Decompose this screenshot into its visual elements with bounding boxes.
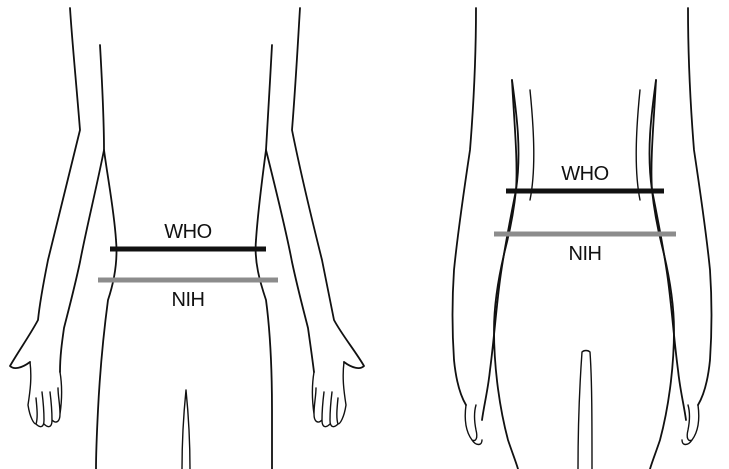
right-figure-left-hip-inner — [530, 90, 534, 200]
right-figure-who-label: WHO — [561, 163, 608, 185]
left-figure-left-hand — [28, 362, 62, 427]
left-figure-torso-right — [256, 150, 272, 469]
right-figure-left-arm-inner — [482, 80, 519, 420]
left-figure-right-hand — [313, 362, 347, 427]
right-figure-inner-leg — [578, 351, 592, 469]
left-figure-nih-label: NIH — [172, 289, 205, 311]
right-figure-torso-right — [650, 80, 674, 469]
left-figure-left-arm-inner — [60, 45, 104, 372]
right-figure-right-arm-inner — [649, 80, 686, 420]
right-figure-left-arm-outer — [453, 8, 477, 405]
left-figure-right-arm-outer — [292, 8, 364, 368]
left-figure-who-label: WHO — [164, 221, 211, 243]
right-figure-right-arm-outer — [688, 8, 712, 405]
left-figure-left-arm-outer — [10, 8, 80, 368]
right-figure-nih-label: NIH — [569, 243, 602, 265]
left-figure-inner-leg — [182, 390, 190, 469]
left-figure-torso-left — [96, 150, 117, 469]
right-figure-right-hip-inner — [636, 90, 640, 200]
left-figure-right-arm-inner — [266, 45, 314, 372]
right-figure-left-hand — [465, 405, 482, 445]
right-figure: WHO NIH — [453, 8, 712, 469]
left-figure: WHO NIH — [10, 8, 364, 469]
right-figure-torso-left — [494, 80, 518, 469]
